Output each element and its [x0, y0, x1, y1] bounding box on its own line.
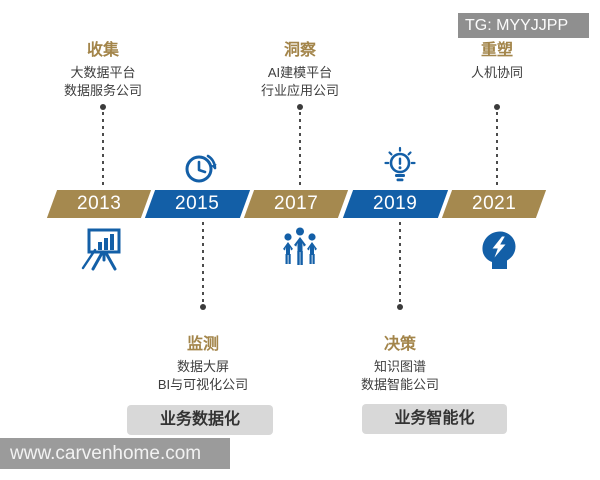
year-bar-2021: 2021: [441, 190, 547, 218]
easel-chart-icon: [80, 227, 126, 276]
telegram-watermark: TG: MYYJJPP: [458, 13, 589, 38]
stage-insight-title: 洞察: [283, 42, 316, 59]
stage-insight-line2: 行业应用公司: [260, 82, 339, 98]
connector-line: [102, 112, 104, 188]
year-label: 2015: [175, 193, 220, 214]
connector-line: [299, 112, 301, 188]
stage-monitor: 监测 数据大屏 BI与可视化公司: [123, 330, 283, 393]
year-label: 2021: [471, 193, 517, 214]
stage-collect: 收集 大数据平台 数据服务公司: [23, 36, 183, 99]
stage-reshape-title: 重塑: [480, 42, 513, 59]
stage-decision-line2: 数据智能公司: [360, 376, 439, 392]
stage-insight: 洞察 AI建模平台 行业应用公司: [220, 36, 380, 99]
connector-line: [399, 222, 401, 302]
connector-line: [202, 222, 204, 302]
stage-decision: 决策 知识图谱 数据智能公司: [320, 330, 480, 393]
year-label: 2013: [76, 193, 122, 214]
head-lightning-icon: [477, 227, 518, 274]
team-icon: [278, 226, 322, 271]
stage-collect-line2: 数据服务公司: [63, 82, 142, 98]
phase-box-business-dataization: 业务数据化: [127, 405, 273, 435]
connector-dot: [297, 104, 303, 110]
connector-dot: [100, 104, 106, 110]
stage-monitor-line1: 数据大屏: [176, 359, 229, 374]
stage-reshape: 重塑 人机协同: [417, 36, 577, 82]
year-bar-2013: 2013: [46, 190, 152, 218]
stage-decision-title: 决策: [383, 336, 416, 353]
stage-monitor-line2: BI与可视化公司: [157, 376, 249, 392]
stage-decision-line1: 知识图谱: [373, 359, 426, 374]
year-label: 2019: [373, 193, 418, 214]
website-watermark: www.carvenhome.com: [0, 438, 230, 469]
stage-insight-line1: AI建模平台: [267, 65, 333, 80]
year-bar-2019: 2019: [342, 190, 449, 218]
connector-dot: [494, 104, 500, 110]
connector-dot: [397, 304, 403, 310]
stage-monitor-title: 监测: [186, 336, 219, 353]
stage-collect-title: 收集: [86, 42, 119, 59]
connector-line: [496, 112, 498, 188]
stage-reshape-line1: 人机协同: [470, 65, 523, 80]
lightbulb-alert-icon: [380, 146, 420, 191]
phase-box-business-intelligence: 业务智能化: [362, 404, 507, 434]
clock-history-icon: [183, 150, 219, 191]
year-bar-2015: 2015: [144, 190, 251, 218]
stage-collect-line1: 大数据平台: [70, 65, 136, 80]
year-label: 2017: [273, 193, 319, 214]
connector-dot: [200, 304, 206, 310]
year-bar-2017: 2017: [243, 190, 349, 218]
